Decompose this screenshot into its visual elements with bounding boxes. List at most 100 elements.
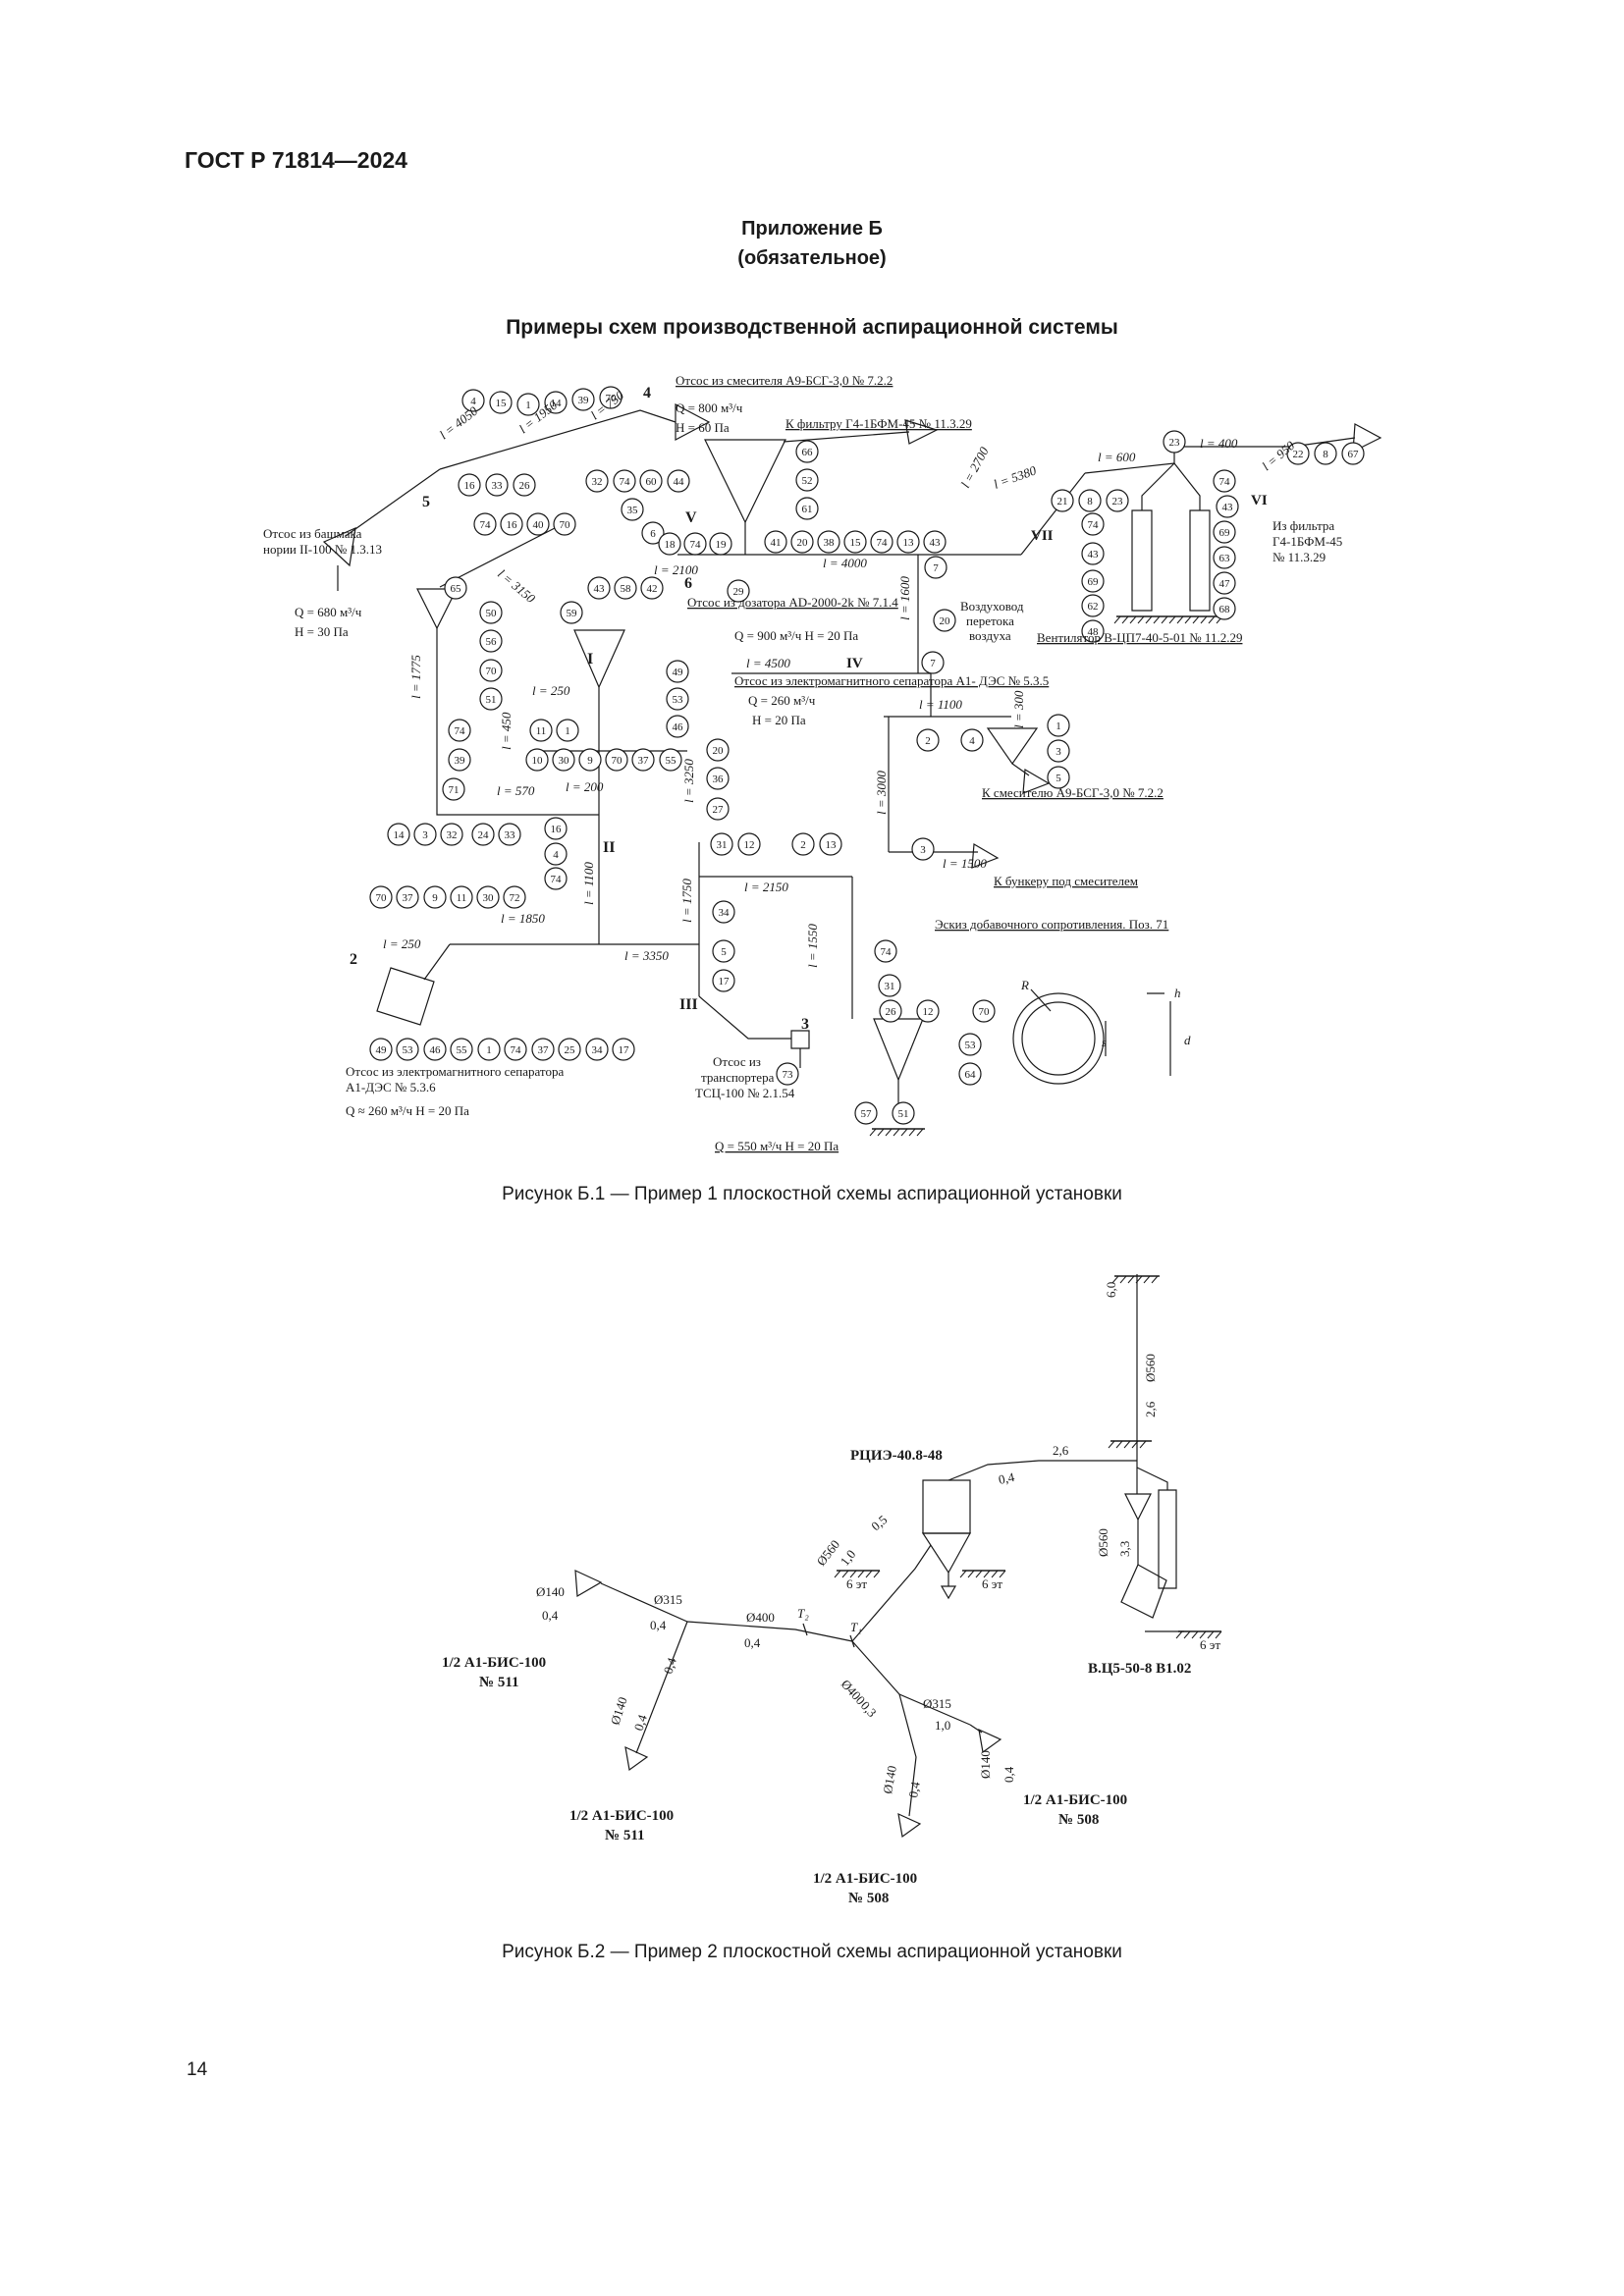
svg-text:74: 74	[1088, 519, 1100, 531]
svg-text:транспортера: транспортера	[701, 1070, 775, 1085]
svg-text:IV: IV	[846, 656, 863, 671]
svg-text:6 эт: 6 эт	[1200, 1637, 1220, 1652]
svg-text:s: s	[1102, 1035, 1107, 1049]
svg-text:l = 4050: l = 4050	[437, 403, 481, 443]
page-number: 14	[187, 2059, 208, 2080]
svg-text:16: 16	[551, 824, 563, 835]
svg-text:12: 12	[923, 1006, 934, 1018]
svg-text:Отсос из: Отсос из	[713, 1054, 761, 1069]
svg-text:31: 31	[717, 839, 728, 851]
svg-text:№ 511: № 511	[605, 1828, 645, 1843]
svg-text:Отсос из электромагнитного сеп: Отсос из электромагнитного сепаратора	[346, 1064, 564, 1079]
svg-text:51: 51	[486, 694, 497, 706]
svg-text:l = 2700: l = 2700	[957, 444, 992, 490]
svg-text:l = 450: l = 450	[499, 712, 514, 750]
svg-text:h: h	[1174, 986, 1181, 1000]
svg-text:59: 59	[567, 608, 578, 619]
svg-text:13: 13	[826, 839, 838, 851]
svg-text:55: 55	[457, 1044, 468, 1056]
svg-text:14: 14	[394, 829, 406, 841]
svg-text:Ø560: Ø560	[1096, 1528, 1110, 1557]
svg-text:46: 46	[673, 721, 684, 733]
svg-text:H = 20 Па: H = 20 Па	[752, 713, 806, 727]
svg-text:Q ≈ 260 м³/ч H = 20 Па: Q ≈ 260 м³/ч H = 20 Па	[346, 1103, 469, 1118]
svg-text:72: 72	[510, 892, 520, 904]
svg-text:29: 29	[733, 586, 745, 598]
svg-text:1: 1	[1056, 721, 1061, 732]
svg-text:10: 10	[532, 755, 544, 767]
svg-text:В.Ц5-50-8 В1.02: В.Ц5-50-8 В1.02	[1088, 1661, 1191, 1677]
svg-text:30: 30	[559, 755, 570, 767]
svg-text:0,4: 0,4	[542, 1608, 559, 1623]
svg-text:Ø560: Ø560	[1143, 1354, 1158, 1382]
svg-text:Q = 550 м³/ч H = 20 Па: Q = 550 м³/ч H = 20 Па	[715, 1139, 839, 1153]
svg-text:l = 3000: l = 3000	[874, 771, 889, 815]
svg-text:4: 4	[470, 396, 476, 407]
figure-b1-caption: Рисунок Б.1 — Пример 1 плоскостной схемы…	[502, 1184, 1122, 1204]
svg-text:47: 47	[1219, 578, 1231, 590]
svg-text:33: 33	[505, 829, 516, 841]
svg-text:2: 2	[925, 735, 931, 747]
svg-text:62: 62	[1088, 601, 1099, 613]
svg-text:19: 19	[716, 539, 728, 551]
appendix-title: Приложение Б	[741, 218, 883, 240]
svg-text:20: 20	[797, 537, 809, 549]
svg-text:17: 17	[619, 1044, 630, 1056]
svg-text:65: 65	[451, 583, 462, 595]
svg-text:l = 1775: l = 1775	[408, 655, 423, 699]
svg-text:нории II-100 № 1.3.13: нории II-100 № 1.3.13	[263, 542, 382, 557]
svg-text:l = 600: l = 600	[1098, 450, 1136, 464]
svg-text:40: 40	[533, 519, 545, 531]
svg-text:3: 3	[1056, 746, 1061, 758]
svg-text:74: 74	[1219, 476, 1231, 488]
svg-text:13: 13	[903, 537, 915, 549]
svg-text:II: II	[603, 839, 615, 856]
svg-text:А1-ДЭС № 5.3.6: А1-ДЭС № 5.3.6	[346, 1080, 436, 1095]
svg-text:0,5: 0,5	[868, 1512, 890, 1533]
svg-text:Ø400: Ø400	[746, 1610, 775, 1625]
svg-text:2: 2	[800, 839, 806, 851]
svg-text:1,0: 1,0	[838, 1547, 859, 1569]
svg-text:37: 37	[538, 1044, 550, 1056]
svg-text:8: 8	[1323, 449, 1328, 460]
svg-text:74: 74	[620, 476, 631, 488]
svg-text:0,4: 0,4	[744, 1635, 761, 1650]
svg-text:6,0: 6,0	[1104, 1282, 1118, 1298]
svg-text:1/2 А1-БИС-100: 1/2 А1-БИС-100	[1023, 1792, 1127, 1808]
svg-text:44: 44	[674, 476, 685, 488]
svg-text:74: 74	[877, 537, 889, 549]
svg-text:К смесителю А9-БСГ-3,0 № 7.2.2: К смесителю А9-БСГ-3,0 № 7.2.2	[982, 785, 1164, 800]
svg-text:V: V	[685, 509, 697, 526]
svg-text:27: 27	[713, 804, 725, 816]
svg-text:Отсос из дозатора AD-2000-2k №: Отсос из дозатора AD-2000-2k № 7.1.4	[687, 595, 898, 610]
svg-text:3: 3	[920, 844, 926, 856]
svg-text:58: 58	[621, 583, 632, 595]
svg-text:VII: VII	[1031, 528, 1054, 544]
svg-text:Q = 800 м³/ч: Q = 800 м³/ч	[676, 400, 743, 415]
svg-text:34: 34	[592, 1044, 604, 1056]
svg-text:1/2 А1-БИС-100: 1/2 А1-БИС-100	[442, 1655, 546, 1671]
svg-text:0,4: 0,4	[905, 1780, 923, 1798]
svg-text:34: 34	[719, 907, 731, 919]
svg-text:14: 14	[551, 398, 563, 409]
svg-text:69: 69	[1088, 576, 1100, 588]
svg-text:70: 70	[612, 755, 623, 767]
svg-text:3: 3	[801, 1016, 809, 1033]
svg-text:Т₁: Т₁	[850, 1620, 862, 1634]
svg-text:48: 48	[1088, 626, 1100, 638]
svg-text:73: 73	[783, 1069, 794, 1081]
svg-text:Q = 900 м³/ч H = 20 Па: Q = 900 м³/ч H = 20 Па	[734, 628, 858, 643]
svg-text:l = 400: l = 400	[1200, 436, 1238, 451]
svg-text:l = 570: l = 570	[497, 783, 535, 798]
svg-text:5: 5	[721, 946, 727, 958]
svg-text:Q = 260 м³/ч: Q = 260 м³/ч	[748, 693, 816, 708]
svg-text:РЦИЭ-40.8-48: РЦИЭ-40.8-48	[850, 1448, 943, 1464]
svg-text:1: 1	[486, 1044, 492, 1056]
svg-text:51: 51	[898, 1108, 909, 1120]
svg-text:69: 69	[1219, 527, 1231, 539]
svg-text:31: 31	[885, 981, 895, 992]
svg-text:6 эт: 6 эт	[846, 1576, 867, 1591]
svg-text:Ø140: Ø140	[978, 1750, 993, 1779]
svg-text:0,4: 0,4	[1001, 1766, 1016, 1783]
svg-text:№ 511: № 511	[479, 1675, 519, 1690]
